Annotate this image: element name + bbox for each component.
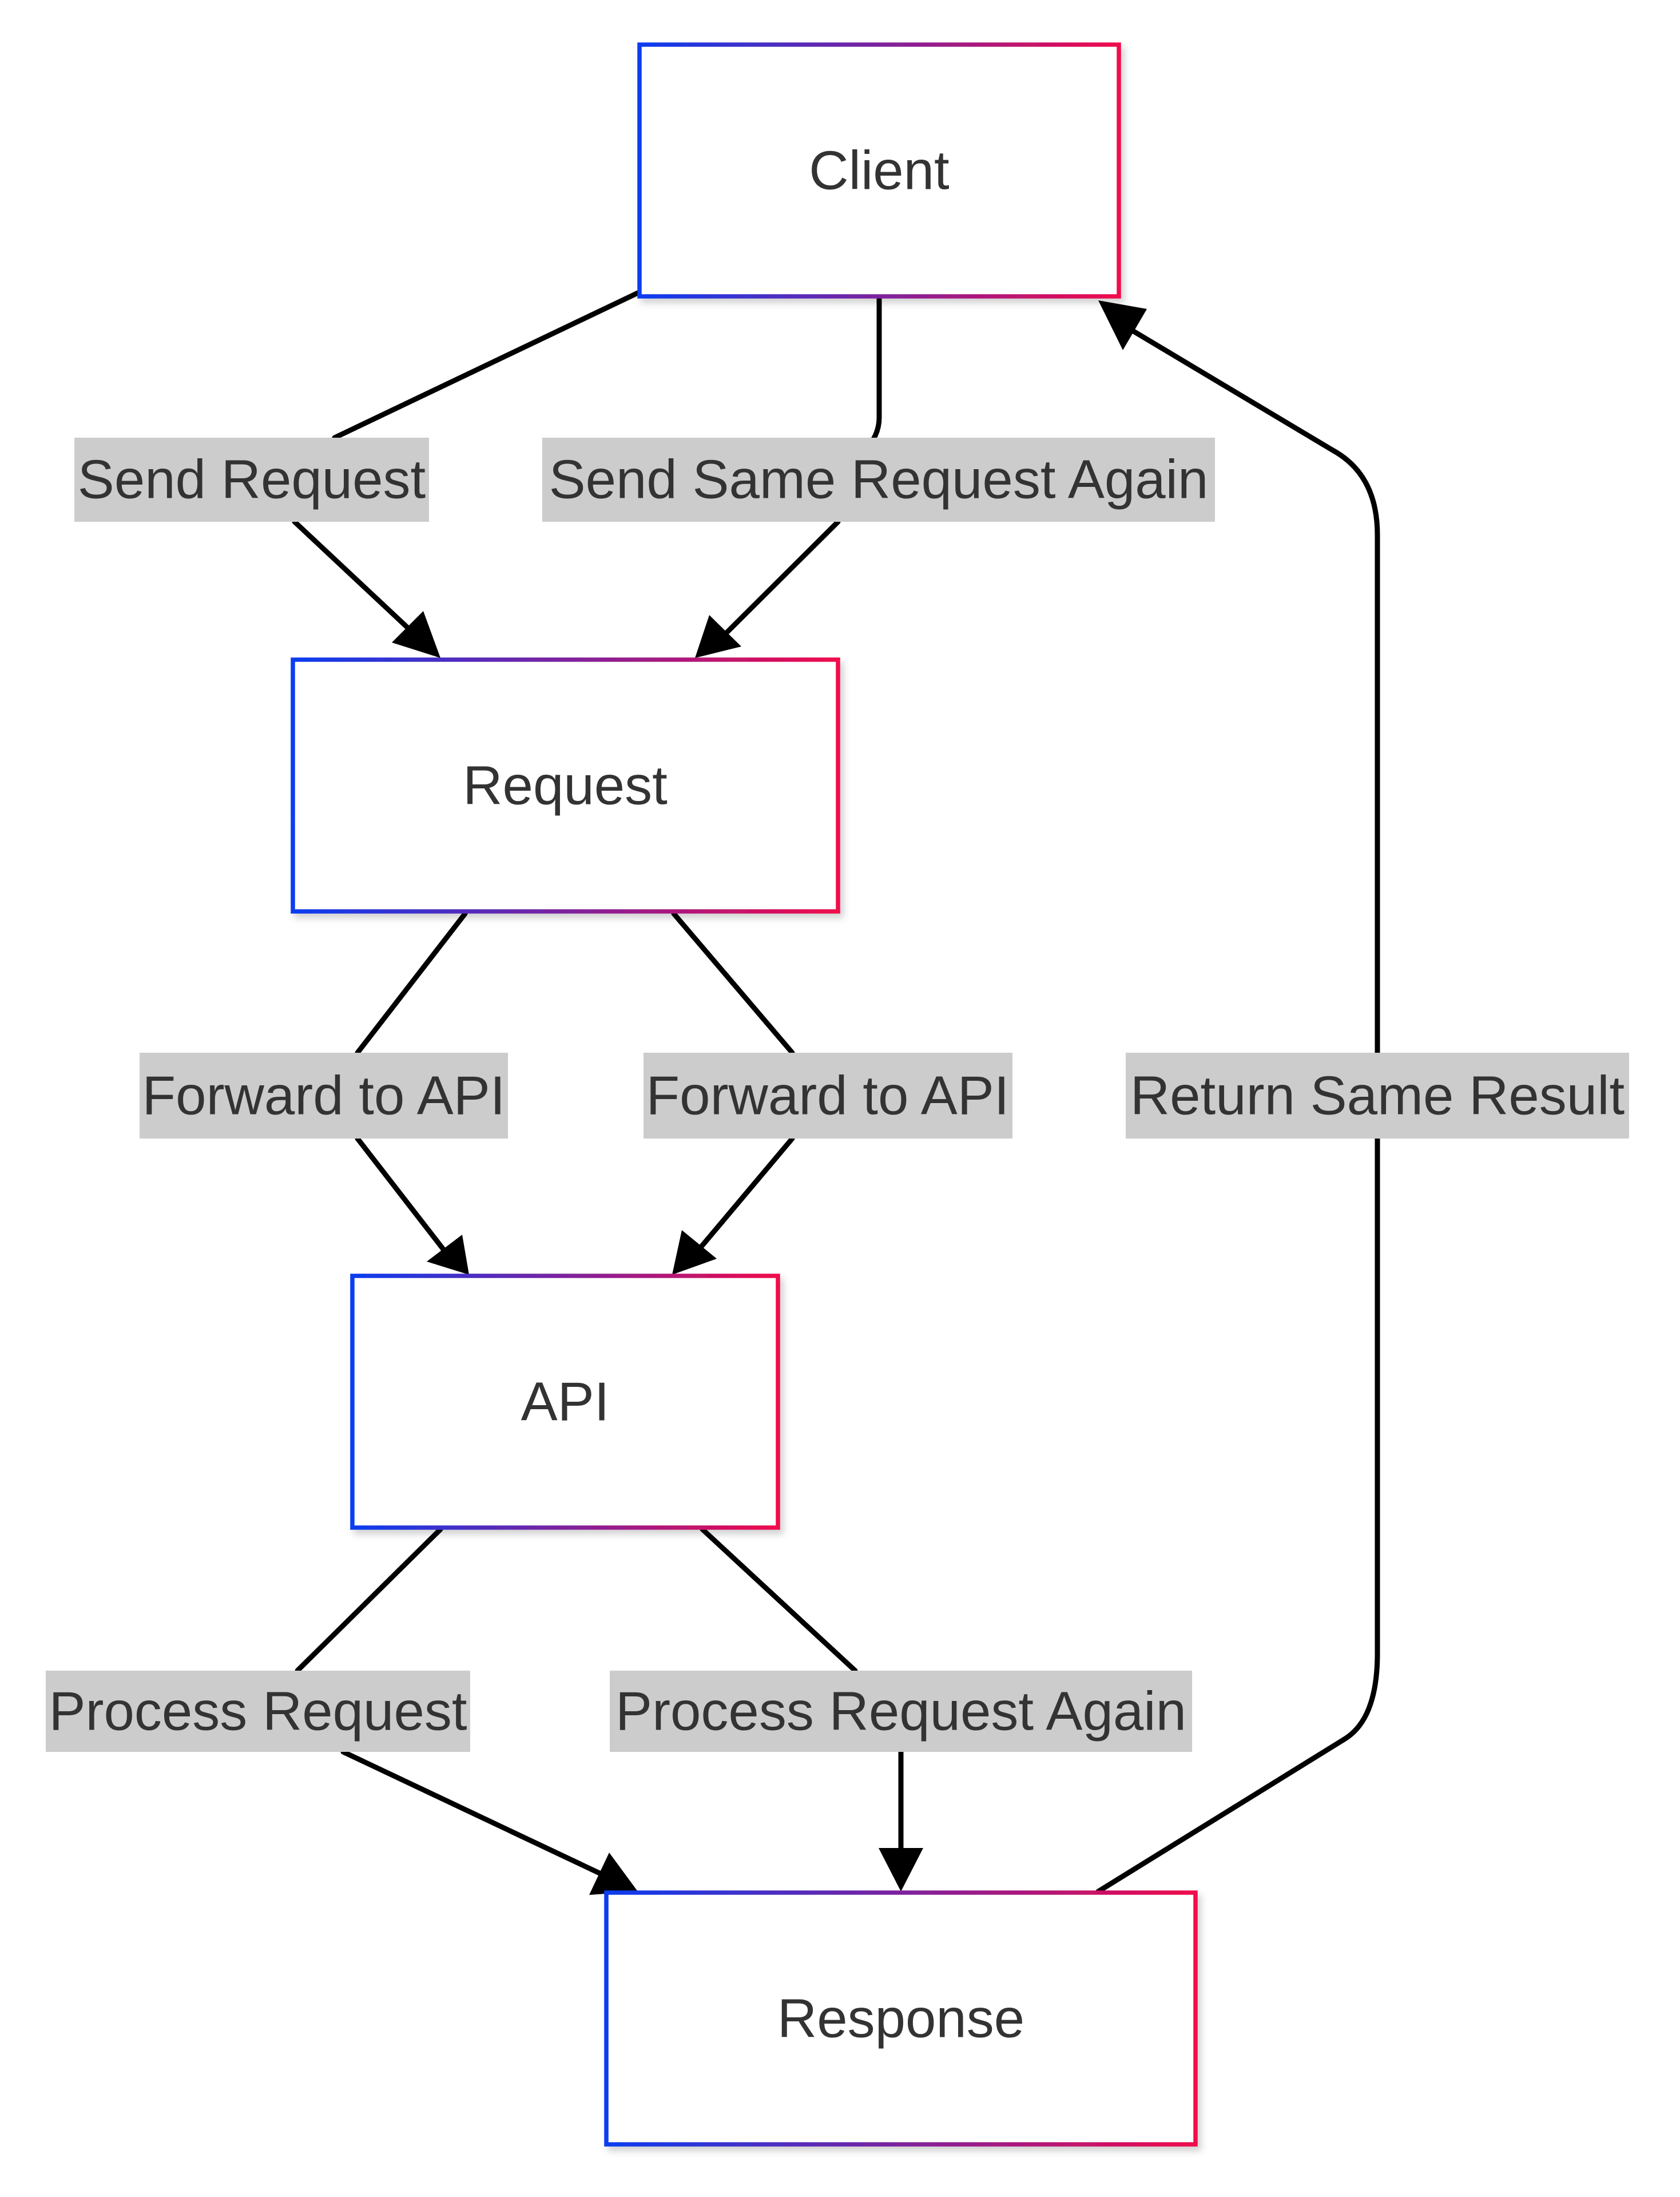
- edge-label-bg: [644, 1053, 1012, 1139]
- edge-label-forward-to-api-2: Forward to API: [644, 1053, 1012, 1139]
- edge-label-text: Forward to API: [646, 1065, 1010, 1127]
- node-request-box: [291, 657, 840, 914]
- edge-line-process-request-again: [700, 1526, 904, 1862]
- edge-label-text: Process Request: [49, 1681, 467, 1742]
- node-client-box: [637, 42, 1121, 299]
- edge-label-text: Forward to API: [142, 1065, 506, 1127]
- edge-process-request-again: [700, 1526, 923, 1891]
- edge-label-send-same-request-again: Send Same Request Again: [542, 438, 1215, 522]
- edge-label-bg: [610, 1671, 1192, 1752]
- arrowhead-send-same-request-again: [695, 615, 741, 658]
- arrowhead-forward-to-api-2: [672, 1230, 717, 1275]
- arrowhead-return-same-result: [1098, 300, 1147, 350]
- edge-line-send-request: [292, 290, 641, 643]
- edge-label-send-request: Send Request: [74, 438, 429, 522]
- node-request-label: Request: [463, 755, 668, 816]
- edge-return-same-result: [1095, 300, 1380, 1894]
- edge-label-bg: [74, 438, 429, 522]
- edge-label-text: Send Same Request Again: [549, 449, 1209, 510]
- node-response[interactable]: Response: [604, 1890, 1198, 2147]
- node-api-label: API: [521, 1371, 610, 1433]
- edge-line-forward-to-api-2: [671, 911, 795, 1257]
- node-api[interactable]: API: [350, 1274, 780, 1530]
- node-request[interactable]: Request: [291, 657, 840, 914]
- edge-label-process-request-again: Process Request Again: [610, 1671, 1192, 1752]
- edge-label-text: Return Same Result: [1130, 1065, 1625, 1127]
- edge-forward-to-api-2: [671, 911, 795, 1275]
- edge-label-text: Process Request Again: [615, 1681, 1186, 1742]
- edge-process-request: [295, 1526, 638, 1895]
- edge-label-forward-to-api-1: Forward to API: [140, 1053, 508, 1139]
- edge-forward-to-api-1: [355, 911, 469, 1275]
- edge-label-bg: [542, 438, 1215, 522]
- edge-label-process-request: Process Request: [46, 1671, 470, 1752]
- edge-label-bg: [46, 1671, 470, 1752]
- edge-line-return-same-result: [1095, 326, 1380, 1894]
- node-response-label: Response: [777, 1988, 1024, 2049]
- node-client-label: Client: [809, 140, 949, 201]
- edge-label-return-same-result: Return Same Result: [1126, 1053, 1629, 1139]
- edge-label-bg: [140, 1053, 508, 1139]
- edge-send-request: [292, 290, 641, 658]
- node-response-box: [604, 1890, 1198, 2147]
- node-client[interactable]: Client: [637, 42, 1121, 299]
- node-api-box: [350, 1274, 780, 1530]
- edge-label-text: Send Request: [78, 449, 426, 510]
- arrowhead-forward-to-api-1: [427, 1235, 469, 1275]
- arrowhead-process-request-again: [879, 1848, 923, 1891]
- arrowhead-process-request: [589, 1853, 638, 1895]
- edge-line-process-request: [295, 1526, 612, 1881]
- edge-label-bg: [1126, 1053, 1629, 1139]
- edge-line-forward-to-api-1: [355, 911, 468, 1256]
- arrowhead-send-request: [392, 611, 440, 658]
